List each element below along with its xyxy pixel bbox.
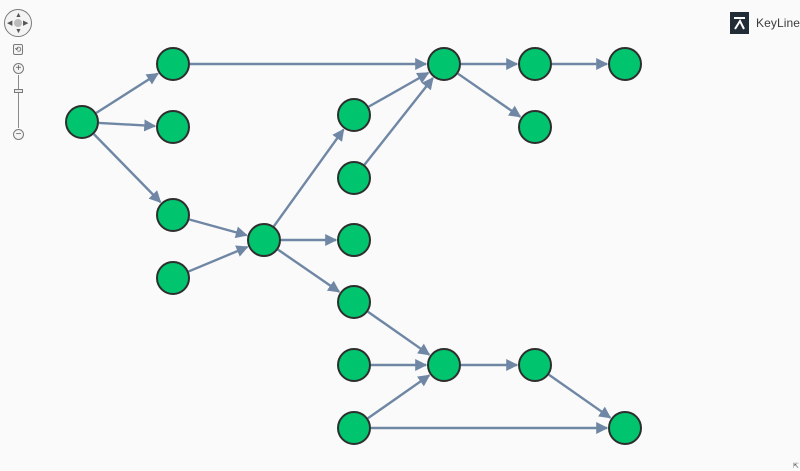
graph-node[interactable] xyxy=(156,110,190,144)
fit-to-screen-button[interactable]: ⟲ xyxy=(13,44,23,55)
zoom-in-button[interactable]: + xyxy=(13,63,24,74)
graph-node[interactable] xyxy=(518,47,552,81)
pan-down-icon[interactable]: ▼ xyxy=(15,28,22,35)
graph-node[interactable] xyxy=(427,348,461,382)
graph-node[interactable] xyxy=(247,223,281,257)
zoom-out-button[interactable]: − xyxy=(13,129,24,140)
graph-node[interactable] xyxy=(156,47,190,81)
brand-name: KeyLines xyxy=(756,16,800,30)
brand-logo: KeyLines xyxy=(730,12,800,34)
link-n6-n7[interactable] xyxy=(272,128,345,227)
graph-node[interactable] xyxy=(156,198,190,232)
link-n1-n4[interactable] xyxy=(93,133,162,203)
link-n5-n6[interactable] xyxy=(188,245,249,273)
resize-icon[interactable]: ⇱ xyxy=(793,463,799,470)
link-n18-n19[interactable] xyxy=(548,373,612,419)
graph-node[interactable] xyxy=(65,105,99,139)
link-n4-n6[interactable] xyxy=(189,218,248,239)
graph-node[interactable] xyxy=(337,161,371,195)
links-layer xyxy=(93,58,612,434)
graph-node[interactable] xyxy=(608,411,642,445)
graph-node[interactable] xyxy=(608,47,642,81)
zoom-slider-track[interactable] xyxy=(18,75,19,128)
link-n1-n2[interactable] xyxy=(95,72,159,114)
graph-node[interactable] xyxy=(337,223,371,257)
graph-node[interactable] xyxy=(337,285,371,319)
graph-node[interactable] xyxy=(518,110,552,144)
link-n9-n16[interactable] xyxy=(367,310,431,356)
navigation-controls: ▲ ▼ ◀ ▶ ⟲ + − xyxy=(4,9,34,140)
graph-node[interactable] xyxy=(337,98,371,132)
graph-node[interactable] xyxy=(427,47,461,81)
nodes-layer xyxy=(65,47,642,445)
graph-node[interactable] xyxy=(337,348,371,382)
pan-center-icon[interactable] xyxy=(14,19,22,27)
link-n10-n13[interactable] xyxy=(457,72,522,118)
pan-right-icon[interactable]: ▶ xyxy=(23,20,29,27)
link-n6-n9[interactable] xyxy=(277,248,341,293)
pan-up-icon[interactable]: ▲ xyxy=(15,12,22,19)
zoom-slider-handle[interactable] xyxy=(14,89,23,93)
link-n1-n3[interactable] xyxy=(98,119,157,132)
graph-node[interactable] xyxy=(518,348,552,382)
pan-left-icon[interactable]: ◀ xyxy=(7,20,13,27)
graph-node[interactable] xyxy=(156,261,190,295)
pan-control[interactable]: ▲ ▼ ◀ ▶ xyxy=(4,9,32,37)
graph-node[interactable] xyxy=(337,411,371,445)
keylines-logo-icon xyxy=(730,12,749,34)
link-n11-n10[interactable] xyxy=(363,77,434,166)
link-n7-n10[interactable] xyxy=(368,71,430,108)
link-n17-n16[interactable] xyxy=(367,374,431,420)
